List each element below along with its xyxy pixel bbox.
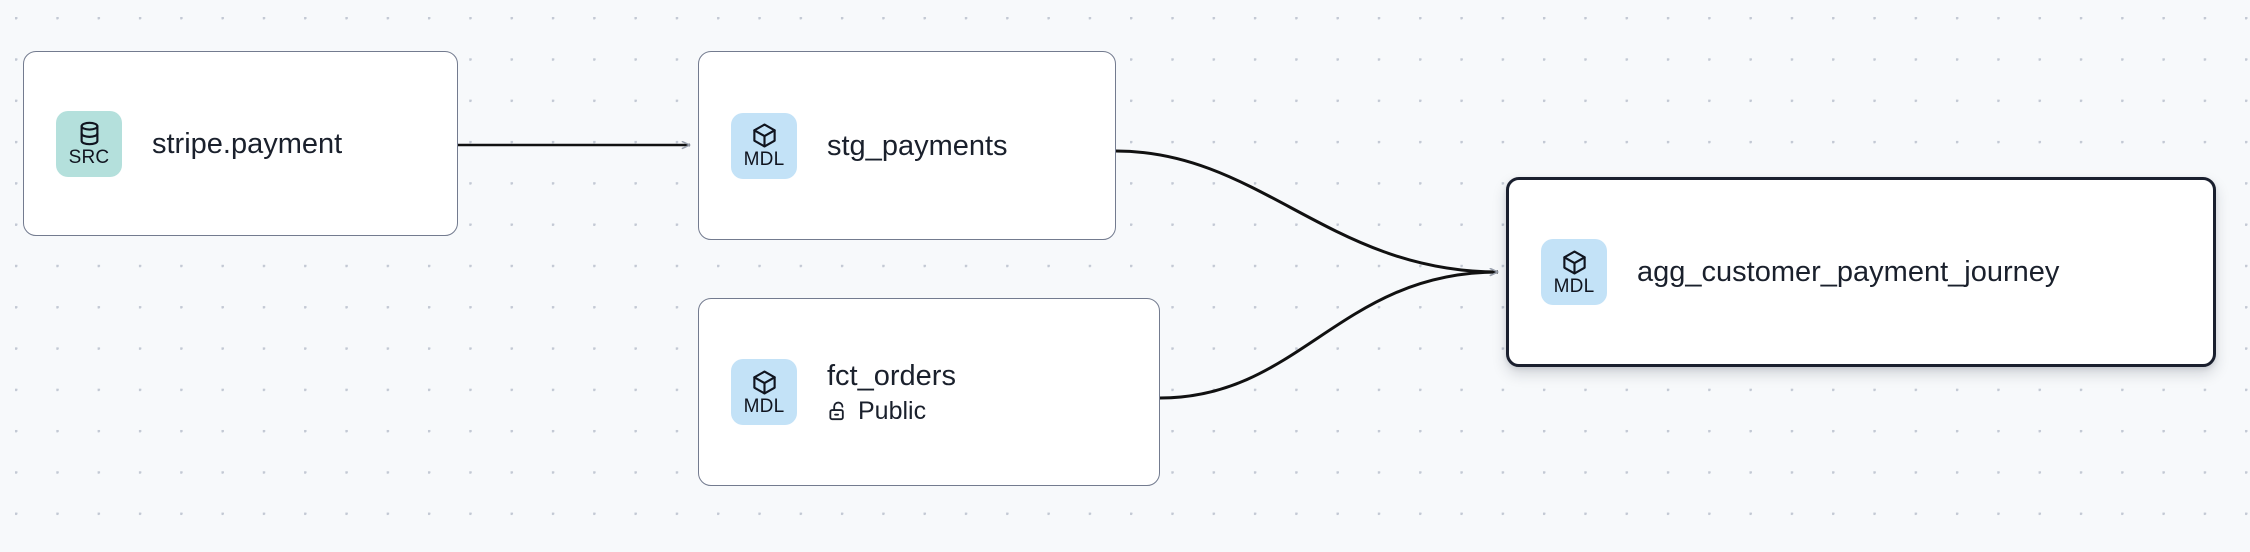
cube-icon	[752, 370, 776, 394]
node-type-badge-mdl: MDL	[731, 112, 797, 179]
node-title: stg_payments	[827, 129, 1008, 162]
node-title: stripe.payment	[152, 127, 343, 160]
badge-label: MDL	[743, 149, 785, 170]
node-stg-payments[interactable]: MDL stg_payments	[698, 51, 1116, 240]
node-visibility-label: Public	[858, 396, 927, 425]
node-type-badge-mdl: MDL	[1541, 239, 1607, 305]
node-stripe-payment[interactable]: SRC stripe.payment	[23, 51, 458, 236]
node-agg-customer-payment-journey[interactable]: MDL agg_customer_payment_journey	[1506, 177, 2216, 367]
cube-icon	[1562, 250, 1586, 274]
badge-label: MDL	[1553, 275, 1595, 297]
node-type-badge-src: SRC	[56, 110, 122, 177]
edge-stg-to-agg	[1115, 149, 1498, 272]
badge-label: MDL	[743, 395, 785, 417]
node-text-group: stg_payments	[827, 129, 1008, 163]
database-icon	[80, 121, 98, 146]
node-title: agg_customer_payment_journey	[1637, 256, 2060, 288]
node-title: fct_orders	[827, 359, 956, 392]
node-text-group: fct_orders Public	[827, 359, 956, 426]
unlock-icon	[829, 401, 844, 420]
badge-label: SRC	[68, 147, 110, 168]
node-type-badge-mdl: MDL	[731, 359, 797, 425]
edge-fct-to-agg	[1159, 272, 1498, 400]
node-fct-orders[interactable]: MDL fct_orders Public	[698, 298, 1160, 486]
node-visibility: Public	[827, 397, 956, 426]
node-text-group: agg_customer_payment_journey	[1637, 255, 2059, 289]
cube-icon	[752, 123, 776, 148]
node-text-group: stripe.payment	[152, 127, 342, 161]
